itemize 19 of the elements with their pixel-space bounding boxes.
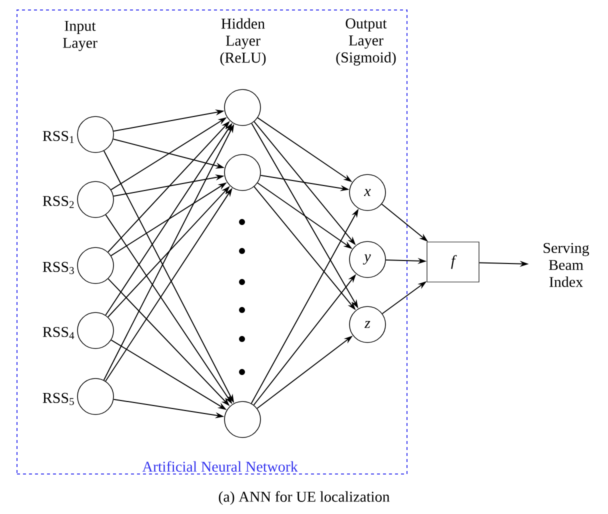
neuron-circle xyxy=(224,89,261,126)
input-label: RSS$_{2}$ xyxy=(42,196,74,208)
neuron-circle xyxy=(77,116,114,153)
layer-heading: Hidden Layer (ReLU) xyxy=(220,18,266,66)
neuron-circle xyxy=(77,181,114,218)
neuron-circle xyxy=(224,401,261,438)
input-label: RSS$_{3}$ xyxy=(42,262,74,274)
input-label: RSS$_{1}$ xyxy=(42,130,74,144)
neuron-circle xyxy=(77,378,114,415)
caption: (a) ANN for UE localization xyxy=(218,491,390,505)
output-text: Serving Beam Index xyxy=(544,242,590,288)
input-label: RSS$_{4}$ xyxy=(42,326,74,340)
layer-heading: Input Layer xyxy=(62,20,98,52)
input-label: RSS$_{5}$ xyxy=(42,392,74,406)
function-box: f xyxy=(426,242,480,282)
neuron-circle xyxy=(77,312,114,349)
neuron-circle xyxy=(77,247,114,284)
layer-heading: Output Layer (Sigmoid) xyxy=(336,18,396,66)
neuron-circle xyxy=(224,154,261,191)
